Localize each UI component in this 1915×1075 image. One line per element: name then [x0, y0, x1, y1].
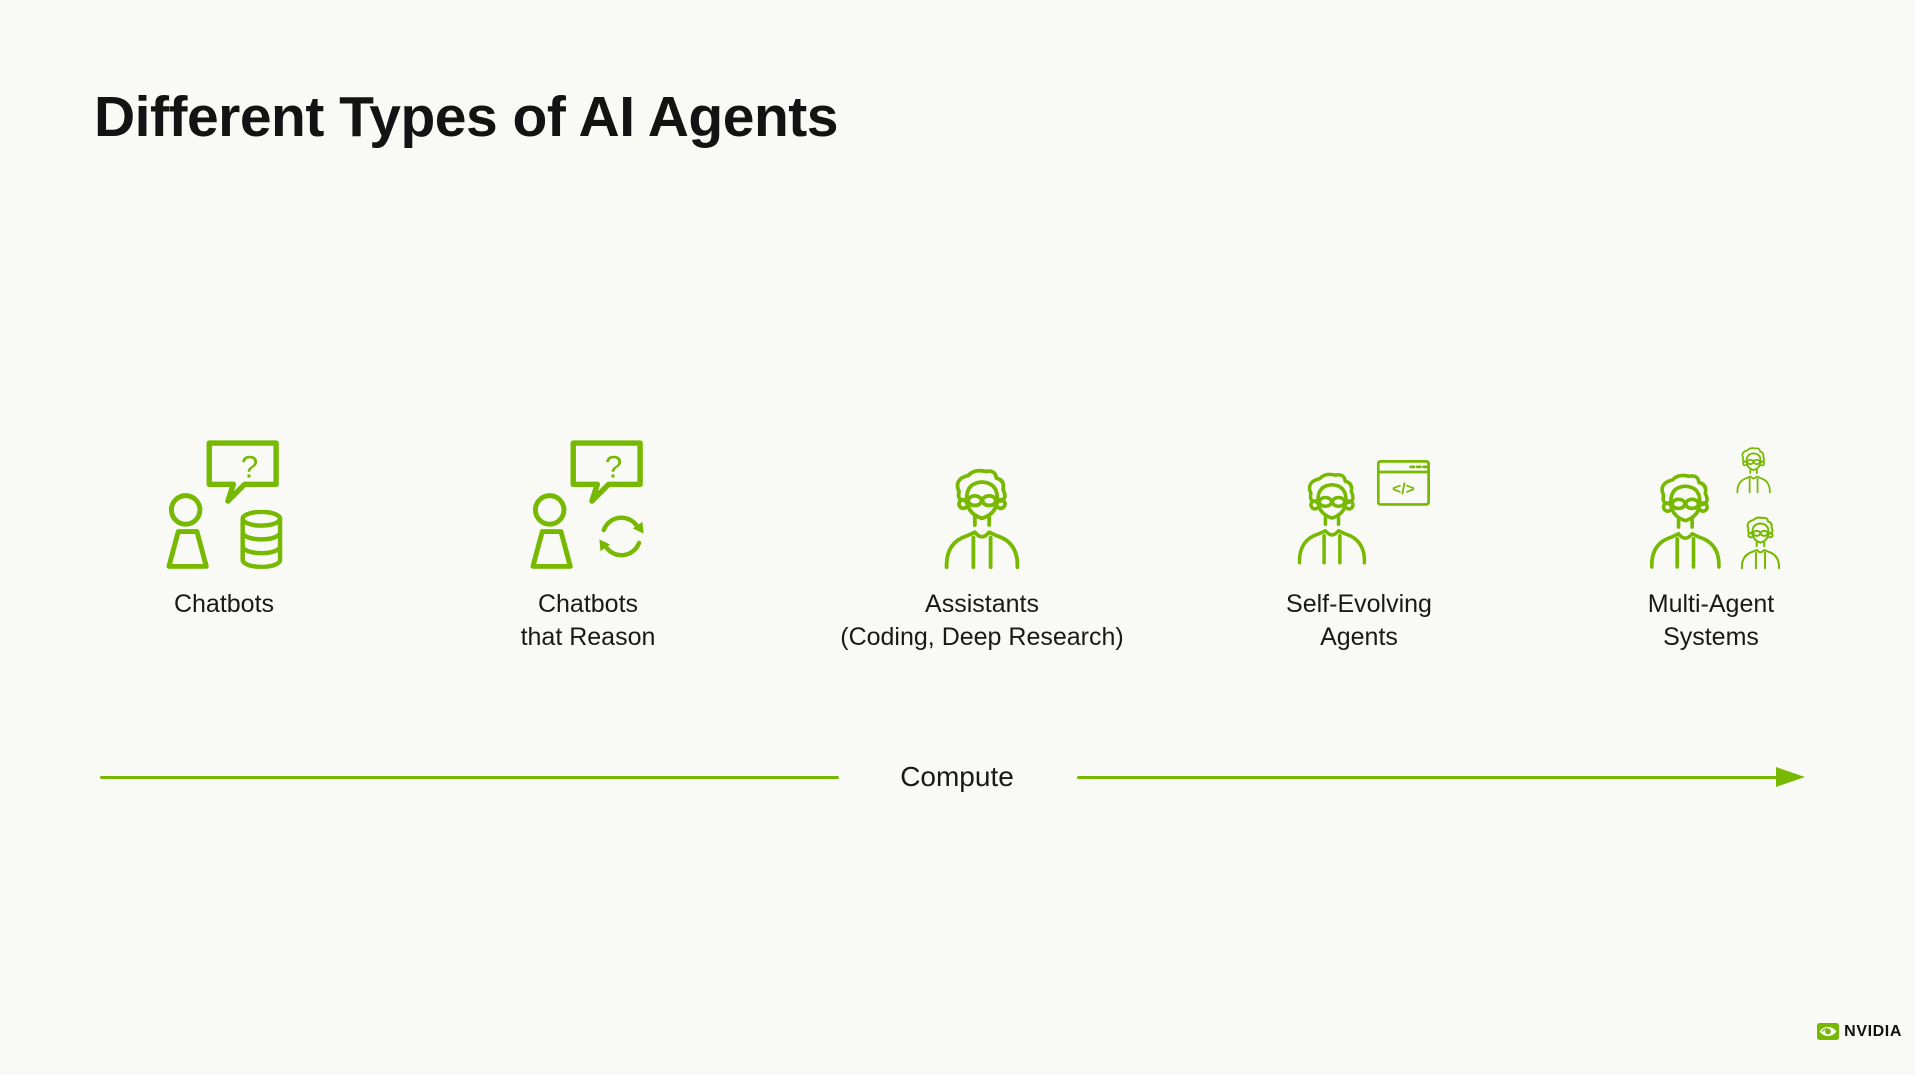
agent-column-assistants: Assistants (Coding, Deep Research)	[772, 430, 1192, 654]
agent-label-line: Chatbots	[537, 590, 639, 618]
agent-label-line: Systems	[1663, 623, 1759, 651]
compute-axis-line-left	[100, 776, 839, 779]
multi-agent-icon	[1501, 430, 1915, 570]
agent-label-line: that Reason	[520, 623, 656, 651]
agent-label: Chatbots	[14, 588, 434, 621]
assistant-avatar-icon	[772, 430, 1192, 570]
slide-title: Different Types of AI Agents	[94, 85, 838, 149]
agent-label: Multi-Agent Systems	[1501, 588, 1915, 654]
agent-label: Self-Evolving Agents	[1149, 588, 1569, 654]
agent-column-multi-agent: Multi-Agent Systems	[1501, 430, 1915, 654]
nvidia-eye-icon	[1817, 1023, 1840, 1040]
agent-label-line: Self-Evolving	[1286, 590, 1432, 618]
nvidia-wordmark: NVIDIA	[1844, 1022, 1902, 1040]
reasoning-chatbot-icon	[378, 430, 798, 570]
agent-label-line: Chatbots	[173, 590, 275, 618]
compute-axis-label: Compute	[900, 761, 1014, 792]
agent-label-line: Assistants	[925, 590, 1039, 618]
agent-label: Assistants (Coding, Deep Research)	[772, 588, 1192, 654]
agent-column-chatbots-that-reason: Chatbots that Reason	[378, 430, 798, 654]
compute-axis-line-right	[1077, 776, 1779, 779]
agent-label-line: (Coding, Deep Research)	[840, 623, 1124, 651]
agent-label: Chatbots that Reason	[378, 588, 798, 654]
chatbot-icon	[14, 430, 434, 570]
agent-label-line: Multi-Agent	[1647, 590, 1775, 618]
agent-column-chatbots: Chatbots	[14, 430, 434, 621]
compute-arrowhead-icon	[1776, 767, 1805, 787]
brand-footer: NVIDIA	[1817, 1022, 1902, 1041]
agent-label-line: Agents	[1320, 623, 1398, 651]
agent-column-self-evolving: Self-Evolving Agents	[1149, 430, 1569, 654]
